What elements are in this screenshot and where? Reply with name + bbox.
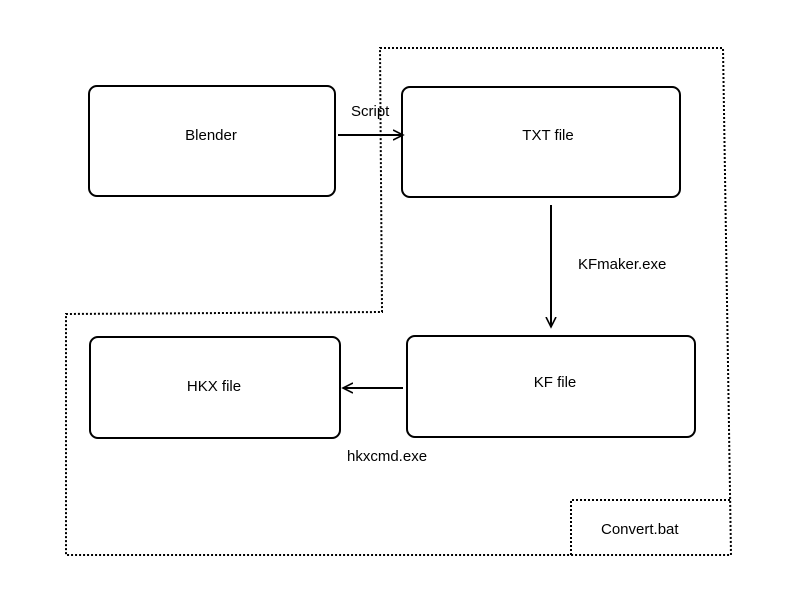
kfmaker-edge-label: KFmaker.exe [578, 256, 667, 273]
hkxcmd-edge-label: hkxcmd.exe [347, 448, 428, 465]
txt-file-node-box[interactable] [401, 86, 681, 198]
script-edge-label: Script [351, 103, 390, 120]
kf-file-node-box[interactable] [406, 335, 696, 438]
convert-bat-boundary [65, 47, 733, 556]
convert-bat-label: Convert.bat [601, 521, 679, 538]
txt-file-node-label: TXT file [522, 127, 574, 144]
hkx-file-node-box[interactable] [89, 336, 341, 439]
convert-bat-label-box [570, 499, 730, 555]
blender-node-label: Blender [185, 127, 237, 144]
hkx-file-node-label: HKX file [186, 378, 242, 395]
blender-node-box[interactable] [88, 85, 336, 197]
kf-file-node-label: KF file [533, 374, 577, 391]
